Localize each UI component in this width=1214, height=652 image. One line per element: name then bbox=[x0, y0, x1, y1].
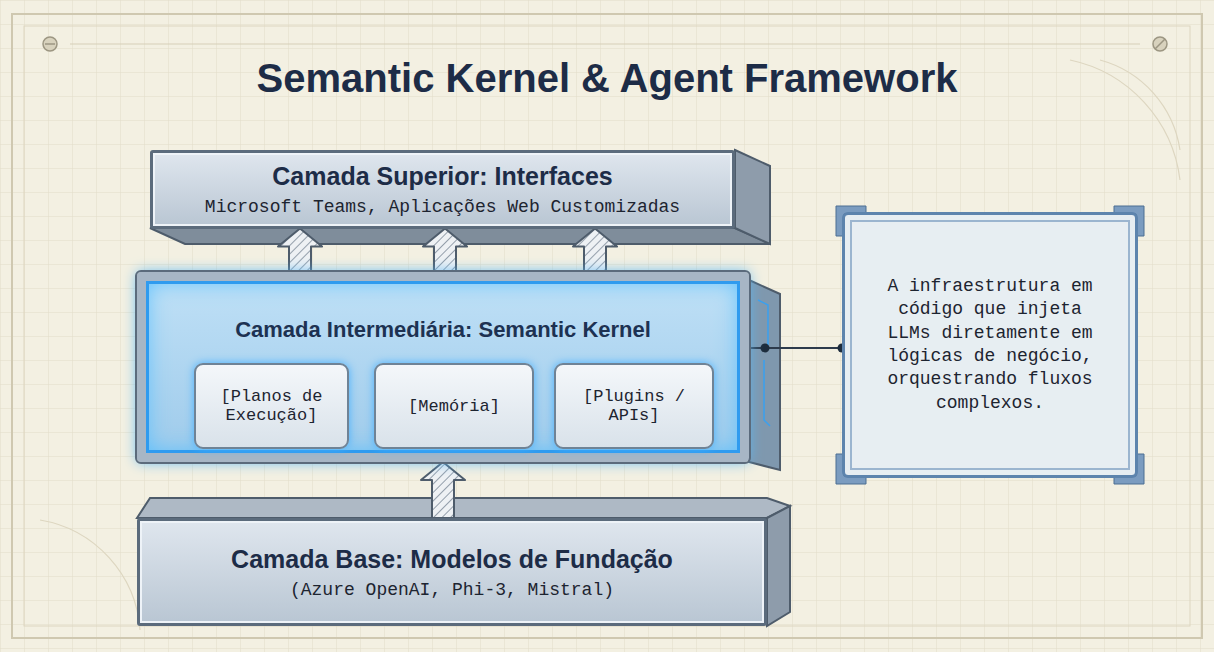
frame bbox=[12, 14, 1202, 638]
module-box: [Plugins / APIs] bbox=[554, 363, 714, 449]
leader-line bbox=[749, 344, 847, 353]
hatched-arrow bbox=[423, 229, 467, 273]
hatched-arrow bbox=[423, 229, 467, 273]
rule-line bbox=[70, 44, 1140, 45]
hatched-arrow bbox=[278, 229, 322, 273]
screw-slots bbox=[45, 39, 1165, 49]
diagram-title: Semantic Kernel & Agent Framework bbox=[0, 56, 1214, 101]
interface-layer: Camada Superior: InterfacesMicrosoft Tea… bbox=[150, 150, 735, 229]
layer-heading: Camada Superior: Interfaces bbox=[272, 162, 612, 191]
layer-heading: Camada Intermediária: Semantic Kernel bbox=[146, 317, 740, 343]
slab-side bbox=[749, 280, 780, 470]
module-label: [Memória] bbox=[408, 397, 500, 416]
module-label: [Planos de Execução] bbox=[206, 387, 337, 425]
layer-heading: Camada Base: Modelos de Fundação bbox=[231, 545, 673, 574]
screws bbox=[43, 37, 1167, 51]
blueprint-arcs bbox=[40, 60, 1180, 630]
layer-subtitle: Microsoft Teams, Aplicações Web Customiz… bbox=[205, 197, 680, 217]
module-box: [Memória] bbox=[374, 363, 534, 449]
slab-side bbox=[767, 506, 790, 626]
slab-top bbox=[137, 498, 790, 518]
layer-subtitle: (Azure OpenAI, Phi-3, Mistral) bbox=[290, 580, 614, 600]
module-box: [Planos de Execução] bbox=[194, 363, 349, 449]
callout-corners bbox=[836, 206, 1144, 484]
callout-text: A infraestrutura em código que injeta LL… bbox=[874, 275, 1106, 415]
module-label: [Plugins / APIs] bbox=[566, 387, 702, 425]
kernel-layer: Camada Intermediária: Semantic Kernel [Pl… bbox=[137, 272, 749, 462]
leader-dot bbox=[761, 344, 770, 353]
frame-inner bbox=[24, 26, 1190, 626]
hatched-arrow bbox=[573, 229, 617, 273]
circuit-trace bbox=[758, 300, 770, 426]
hatched-arrow bbox=[573, 229, 617, 273]
hatched-arrow bbox=[421, 462, 465, 518]
slab-side bbox=[735, 150, 770, 244]
foundation-layer: Camada Base: Modelos de Fundação (Azure O… bbox=[137, 518, 767, 626]
callout-box: A infraestrutura em código que injeta LL… bbox=[842, 212, 1138, 478]
hatched-arrow bbox=[421, 462, 465, 518]
hatched-arrow bbox=[278, 229, 322, 273]
